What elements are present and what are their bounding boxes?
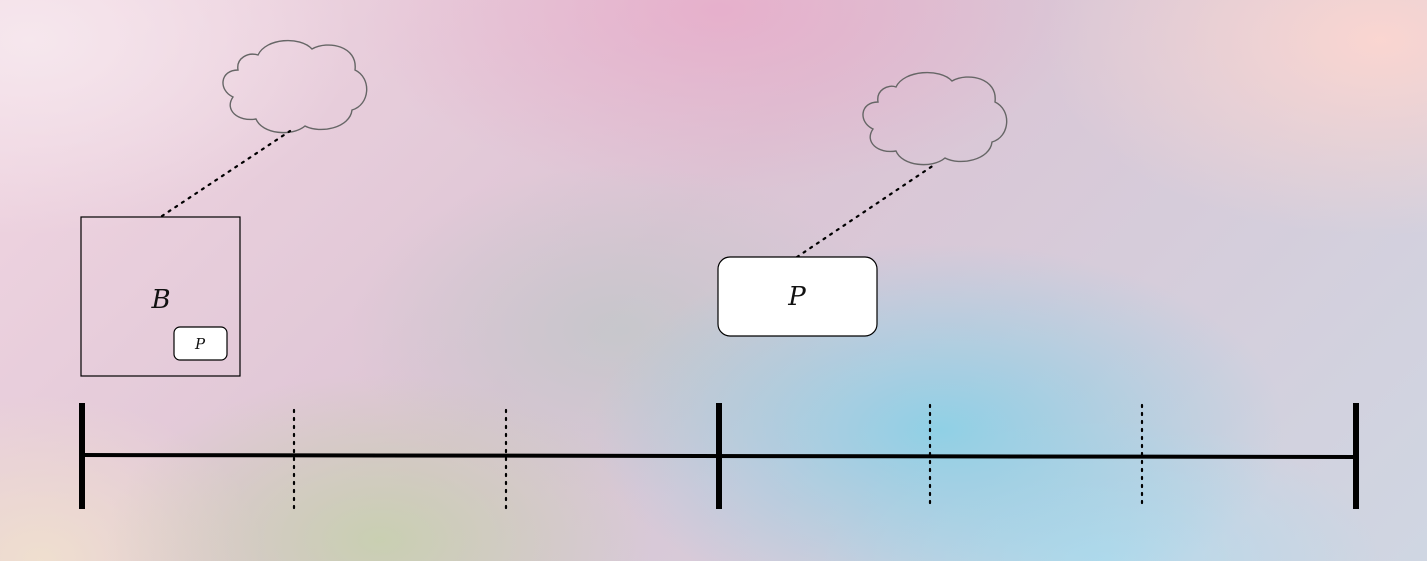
cloud-left	[222, 39, 368, 134]
small-box-p-label: P	[194, 335, 206, 353]
small-box-p	[173, 326, 228, 361]
box-p	[717, 256, 878, 337]
connector-box-to-cloud-left	[160, 129, 292, 218]
connector-p-to-cloud-right	[795, 163, 936, 259]
box-p-label: P	[787, 282, 806, 312]
box-b-label: B	[150, 285, 170, 315]
box-b	[80, 216, 241, 377]
cloud-right	[862, 71, 1008, 166]
